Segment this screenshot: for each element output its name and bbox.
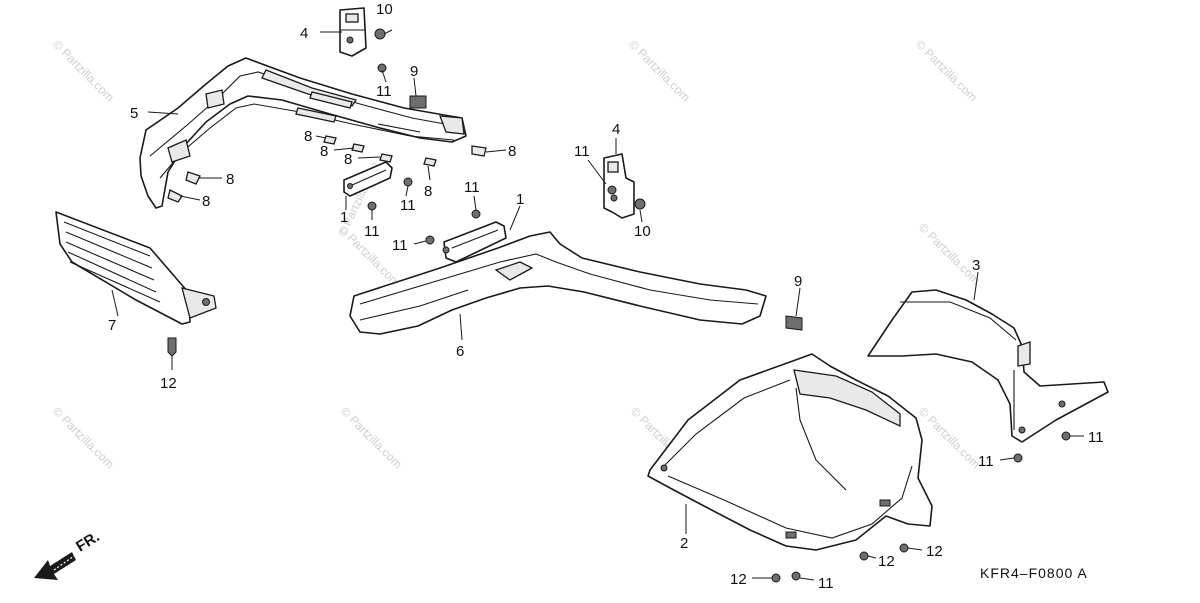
leader-lines bbox=[111, 29, 1084, 581]
front-label: FR. bbox=[73, 528, 103, 555]
callout-11: 11 bbox=[574, 143, 590, 160]
screw-12 bbox=[167, 337, 177, 357]
screw-12 bbox=[859, 551, 869, 561]
grommet-9 bbox=[409, 95, 427, 109]
watermark: © Partzilla.com bbox=[913, 37, 980, 104]
clip-8 bbox=[379, 153, 393, 163]
screw-11 bbox=[425, 235, 435, 245]
callout-8: 8 bbox=[424, 183, 432, 200]
bolt-10 bbox=[374, 28, 386, 40]
clip-8 bbox=[185, 171, 201, 185]
callout-7: 7 bbox=[108, 317, 116, 334]
clip-8 bbox=[423, 157, 437, 167]
callout-9: 9 bbox=[794, 273, 802, 290]
callout-3: 3 bbox=[972, 257, 980, 274]
callout-12: 12 bbox=[878, 553, 895, 570]
callout-11: 11 bbox=[1088, 429, 1104, 446]
callout-labels: 5 4 10 9 11 8 8 8 8 8 8 8 11 11 1 11 11 … bbox=[108, 1, 1104, 592]
callout-11: 11 bbox=[400, 197, 416, 214]
callout-10: 10 bbox=[376, 1, 393, 18]
screw-11 bbox=[1013, 453, 1023, 463]
part-6-lower-rail bbox=[349, 231, 767, 335]
callout-1: 1 bbox=[340, 209, 348, 226]
screw-11 bbox=[607, 185, 617, 195]
screw-11 bbox=[1061, 431, 1071, 441]
screw-11 bbox=[403, 177, 413, 187]
screw-11 bbox=[377, 63, 387, 73]
callout-12: 12 bbox=[926, 543, 943, 560]
front-arrow-icon: FR. bbox=[34, 528, 103, 580]
part-4-bracket-top bbox=[339, 7, 367, 57]
screw-12 bbox=[899, 543, 909, 553]
callout-12: 12 bbox=[730, 571, 747, 588]
watermark: © Partzilla.com bbox=[626, 37, 693, 104]
callout-8: 8 bbox=[304, 128, 312, 145]
callout-11: 11 bbox=[464, 179, 480, 196]
callout-12: 12 bbox=[160, 375, 177, 392]
callout-10: 10 bbox=[634, 223, 651, 240]
callout-11: 11 bbox=[818, 575, 834, 592]
callout-4: 4 bbox=[300, 25, 308, 42]
part-2-body-panel bbox=[647, 353, 933, 551]
watermark: © Partzilla.com bbox=[50, 37, 117, 104]
clip-8 bbox=[471, 145, 487, 157]
screw-11 bbox=[367, 201, 377, 211]
callout-9: 9 bbox=[410, 63, 418, 80]
callout-8: 8 bbox=[344, 151, 352, 168]
bolt-10 bbox=[634, 198, 646, 210]
callout-1: 1 bbox=[516, 191, 524, 208]
watermark: © Partzilla.com bbox=[916, 404, 983, 471]
callout-11: 11 bbox=[376, 83, 392, 100]
part-5-upper-rail bbox=[139, 57, 467, 209]
callout-4: 4 bbox=[612, 121, 620, 138]
watermark: © Partzilla.com bbox=[50, 404, 117, 471]
part-7-grille bbox=[55, 211, 217, 325]
callout-11: 11 bbox=[364, 223, 380, 240]
part-1-bracket-large bbox=[442, 221, 507, 263]
callout-8: 8 bbox=[508, 143, 516, 160]
diagram-code: KFR4–F0800 A bbox=[980, 565, 1088, 581]
callout-11: 11 bbox=[978, 453, 994, 470]
callout-2: 2 bbox=[680, 535, 688, 552]
part-3-inner-fender bbox=[867, 289, 1109, 443]
watermark: © Partzilla.com bbox=[916, 220, 983, 287]
callout-8: 8 bbox=[320, 143, 328, 160]
part-4-bracket-right bbox=[603, 153, 635, 219]
watermark: © Partzilla.com bbox=[338, 404, 405, 471]
callout-11: 11 bbox=[392, 237, 408, 254]
clip-8 bbox=[167, 189, 183, 203]
callout-8: 8 bbox=[226, 171, 234, 188]
screw-11 bbox=[471, 209, 481, 219]
part-1-bracket-small bbox=[343, 161, 393, 197]
callout-5: 5 bbox=[130, 105, 138, 122]
callout-8: 8 bbox=[202, 193, 210, 210]
grommet-9 bbox=[785, 315, 803, 331]
clip-8 bbox=[323, 135, 337, 145]
screw-11 bbox=[791, 571, 801, 581]
callout-6: 6 bbox=[456, 343, 464, 360]
screw-12 bbox=[771, 573, 781, 583]
